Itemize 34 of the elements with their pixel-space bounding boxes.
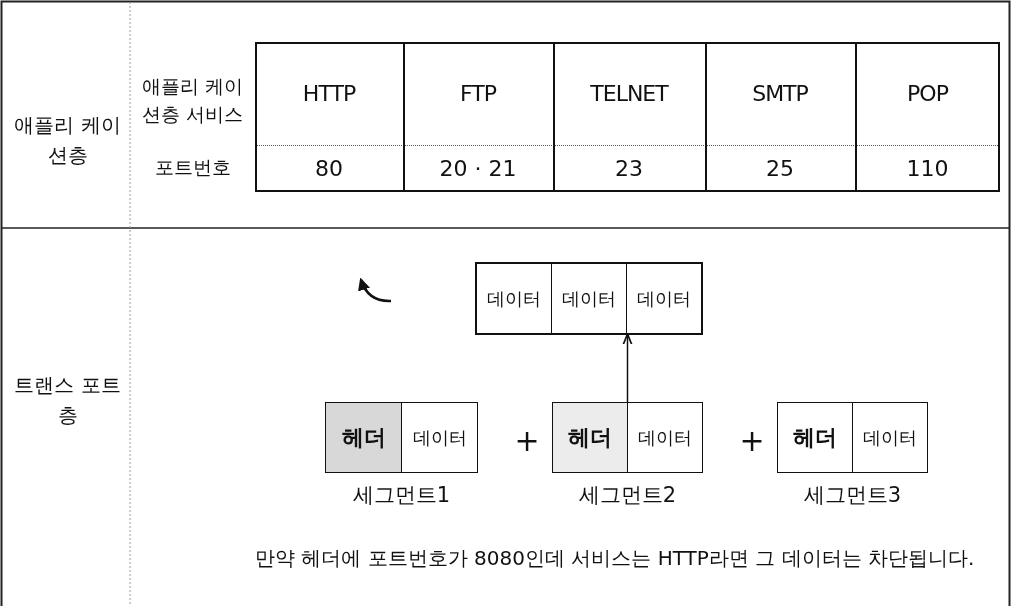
protocol-name: TELNET [590, 80, 668, 108]
data-field: 데이터 [562, 286, 616, 311]
data-field: 데이터 [412, 425, 467, 450]
port-number: 25 [766, 155, 794, 183]
data-field: 데이터 [637, 286, 691, 311]
segment-caption: 세그먼트3 [803, 482, 902, 509]
port-number: 110 [906, 155, 949, 183]
protocol-name: POP [907, 80, 948, 108]
protocol-name: SMTP [752, 80, 808, 108]
segment-box [777, 402, 928, 473]
segment-caption: 세그먼트2 [578, 482, 677, 509]
row-heading: 애플리 케이션층 서비스 [140, 73, 244, 127]
port-number: 23 [615, 155, 643, 183]
data-field: 데이터 [487, 286, 541, 311]
port-number: 80 [315, 155, 343, 183]
segment-caption: 세그먼트1 [352, 482, 451, 509]
row-heading: 트랜스 포트층 [13, 372, 122, 429]
segment-header: 헤더 [793, 423, 837, 452]
segment-box [325, 402, 478, 473]
arrow [622, 333, 633, 403]
port-number: 20 · 21 [439, 155, 517, 183]
row-heading: 애플리 케이션층 [13, 112, 122, 169]
plus-sign: + [739, 421, 765, 460]
segment-header: 헤더 [341, 423, 386, 452]
reassembled-data-box [475, 262, 703, 335]
plus-sign: + [514, 421, 540, 460]
row-heading: 포트번호 [154, 155, 231, 181]
segment-box [552, 402, 703, 473]
protocol-name: FTP [460, 80, 496, 108]
data-field: 데이터 [638, 425, 692, 450]
data-field: 데이터 [863, 425, 917, 450]
note-text: 만약 헤더에 포트번호가 8080인데 서비스는 HTTP라면 그 데이터는 차단됩니다. [255, 545, 975, 572]
segment-header: 헤더 [568, 423, 612, 452]
protocol-name: HTTP [302, 80, 356, 108]
